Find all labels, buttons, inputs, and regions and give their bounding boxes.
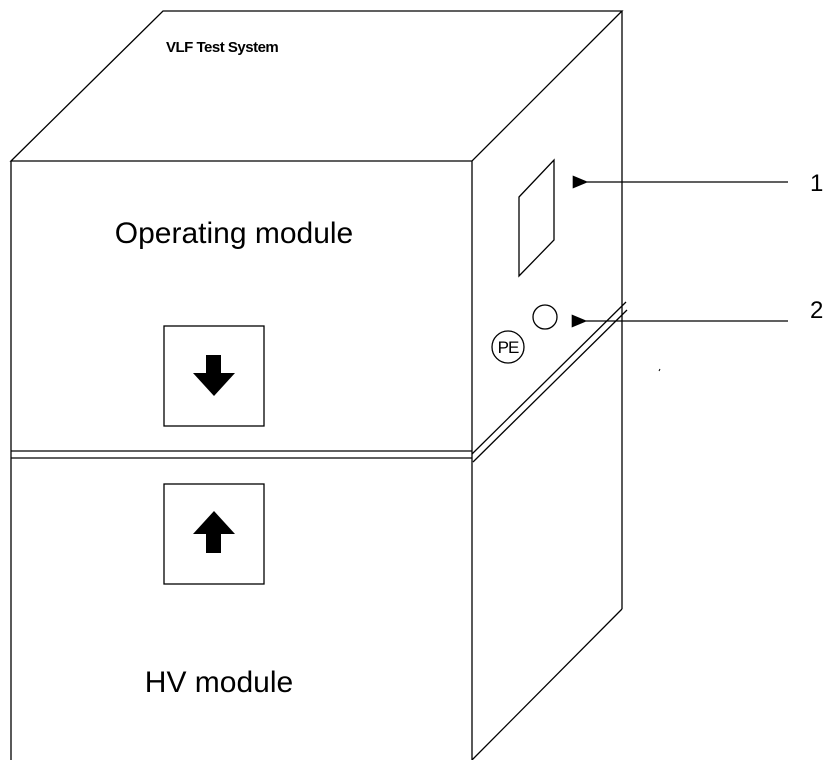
stray-mark — [658, 368, 661, 372]
lower-arrow-box — [163, 483, 265, 585]
lower-module-label: HV module — [145, 666, 293, 699]
side-separator-line-b — [472, 309, 628, 463]
callout-2-number: 2 — [810, 297, 823, 324]
upper-arrow-box — [163, 325, 265, 427]
callout-1-number: 1 — [810, 170, 823, 197]
pe-terminal — [491, 330, 525, 364]
arrow-up-icon — [193, 511, 235, 553]
arrow-down-icon — [193, 355, 235, 396]
side-panel-window — [518, 158, 555, 278]
cabinet-top-face — [9, 10, 624, 162]
pe-terminal-label: PE — [498, 338, 519, 357]
upper-module-label: Operating module — [115, 217, 353, 250]
side-separator-line-a — [471, 301, 627, 455]
round-connector — [532, 304, 558, 330]
system-title: VLF Test System — [166, 39, 278, 56]
side-bottom-diagonal — [471, 608, 623, 760]
